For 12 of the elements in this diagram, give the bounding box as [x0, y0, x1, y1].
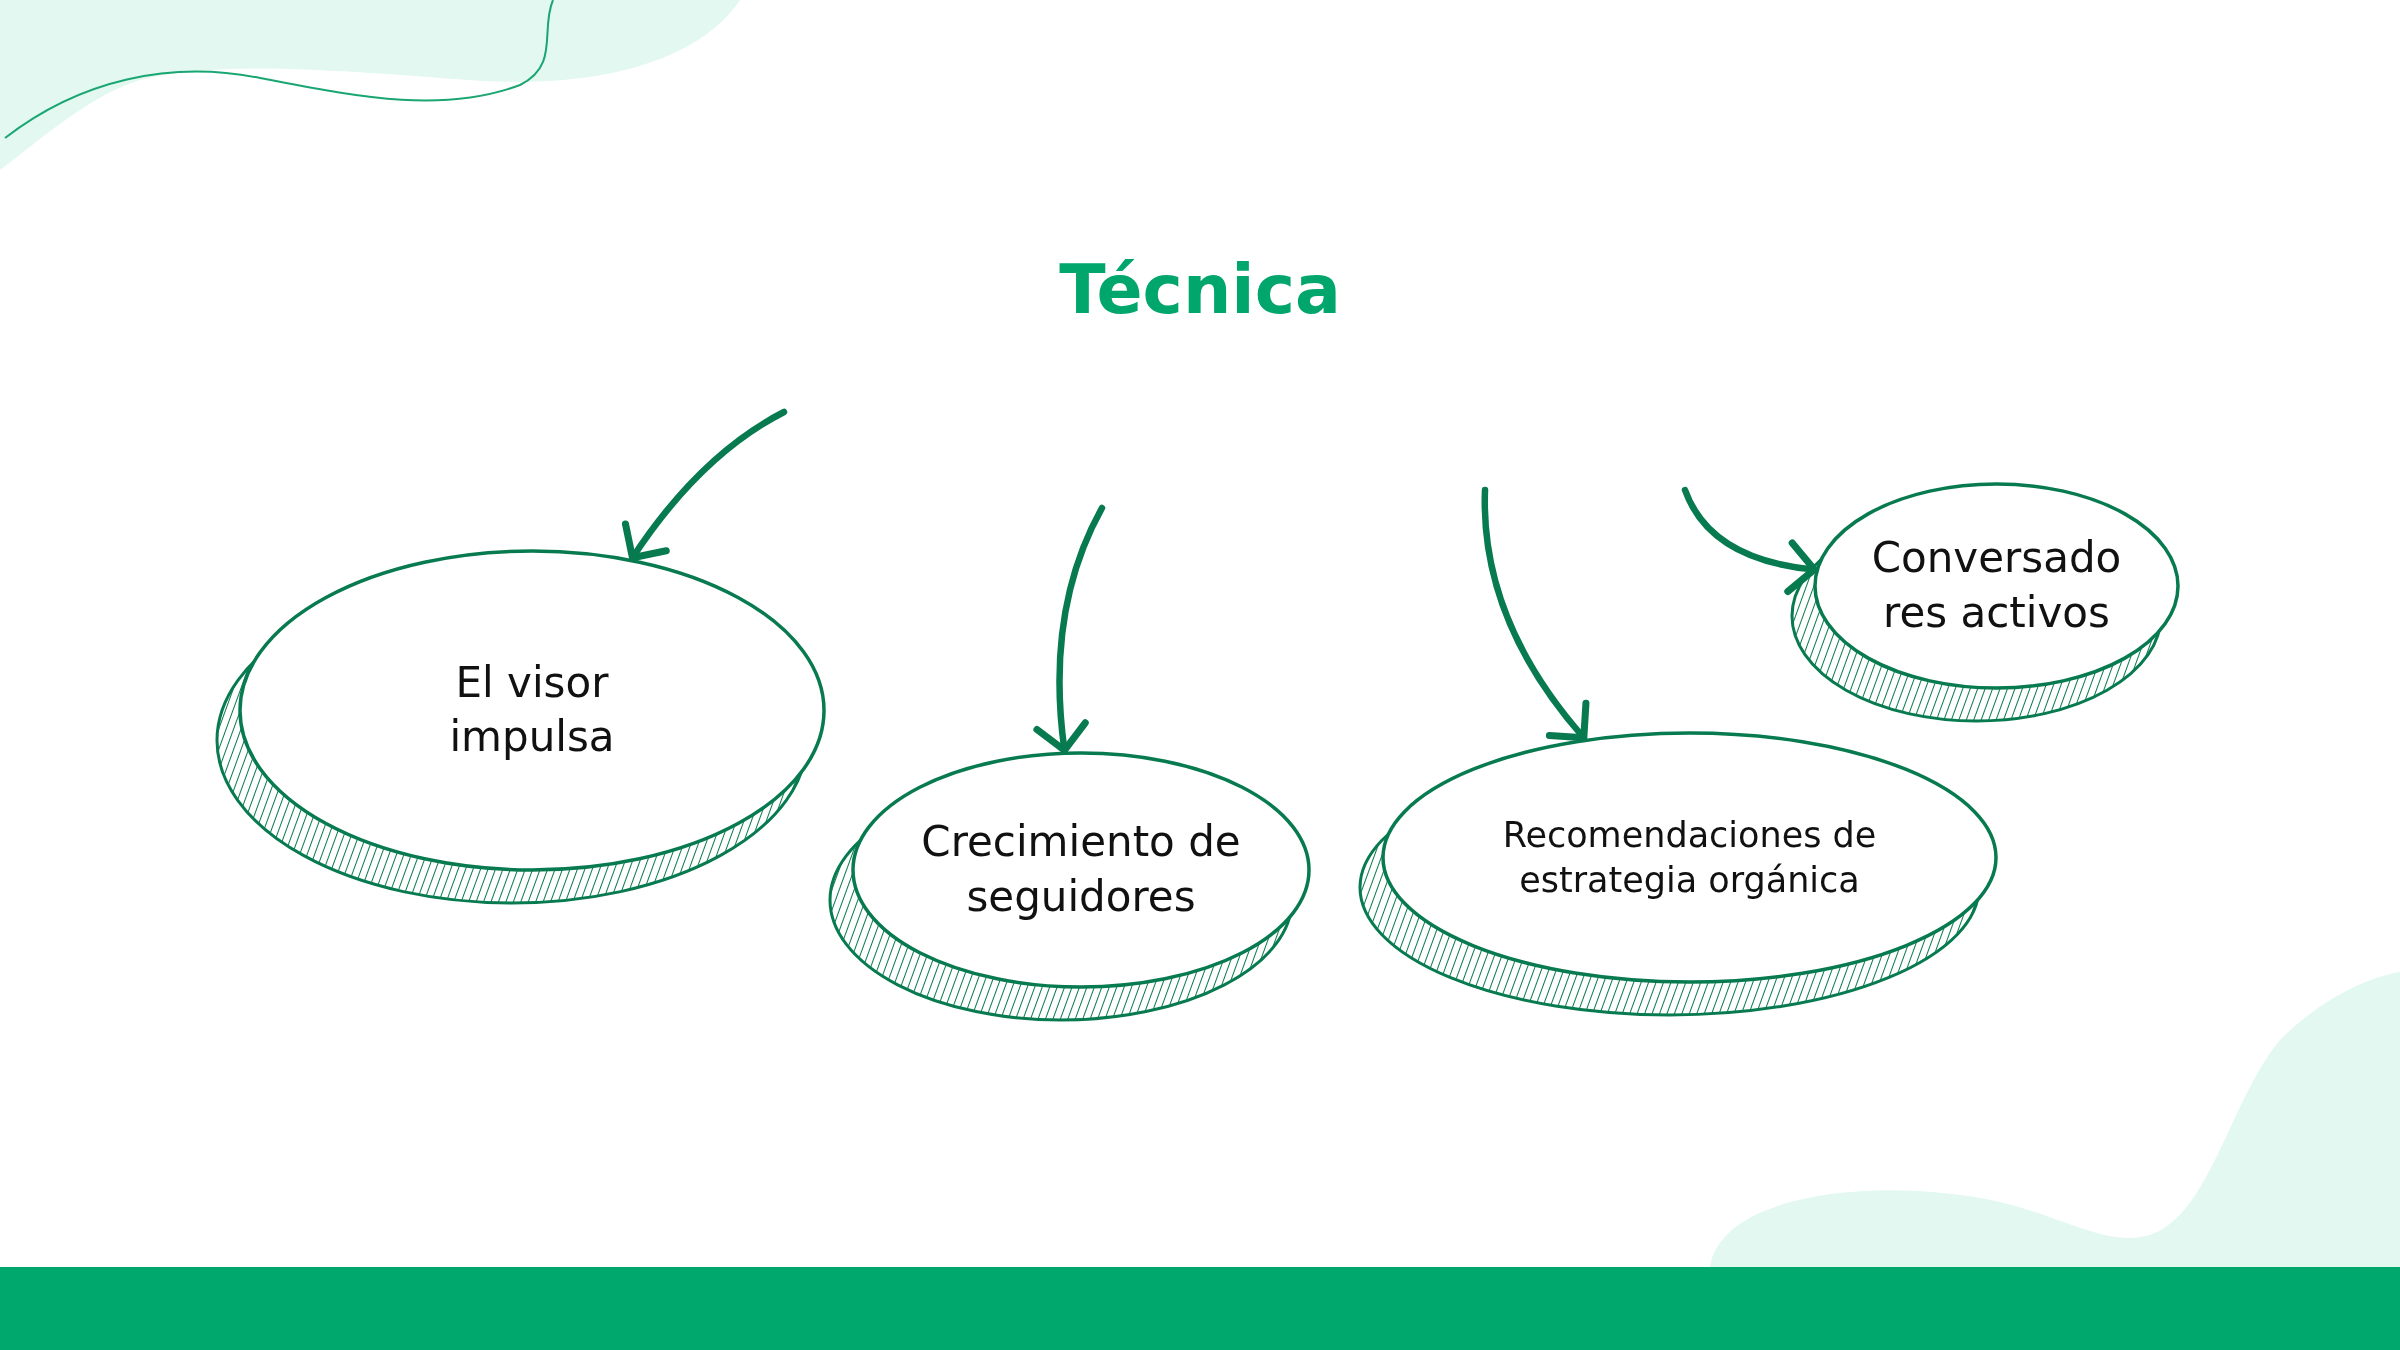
- sketch-bubble: [830, 750, 1312, 1020]
- sketch-bubble: [1360, 730, 1999, 1015]
- sketch-bubble: [217, 548, 827, 903]
- arrow: [622, 408, 788, 562]
- sketch-bubble: [1792, 481, 2181, 721]
- bubble-label: Recomendaciones de estrategia orgánica: [1501, 813, 1878, 902]
- bubble-label: El visor impulsa: [448, 656, 616, 764]
- bubble-label: Crecimiento de seguidores: [920, 816, 1242, 923]
- arrow: [1481, 486, 1591, 742]
- bubble-label: Conversado res activos: [1870, 532, 2123, 639]
- arrow: [1033, 504, 1106, 754]
- title: Técnica: [1058, 250, 1342, 329]
